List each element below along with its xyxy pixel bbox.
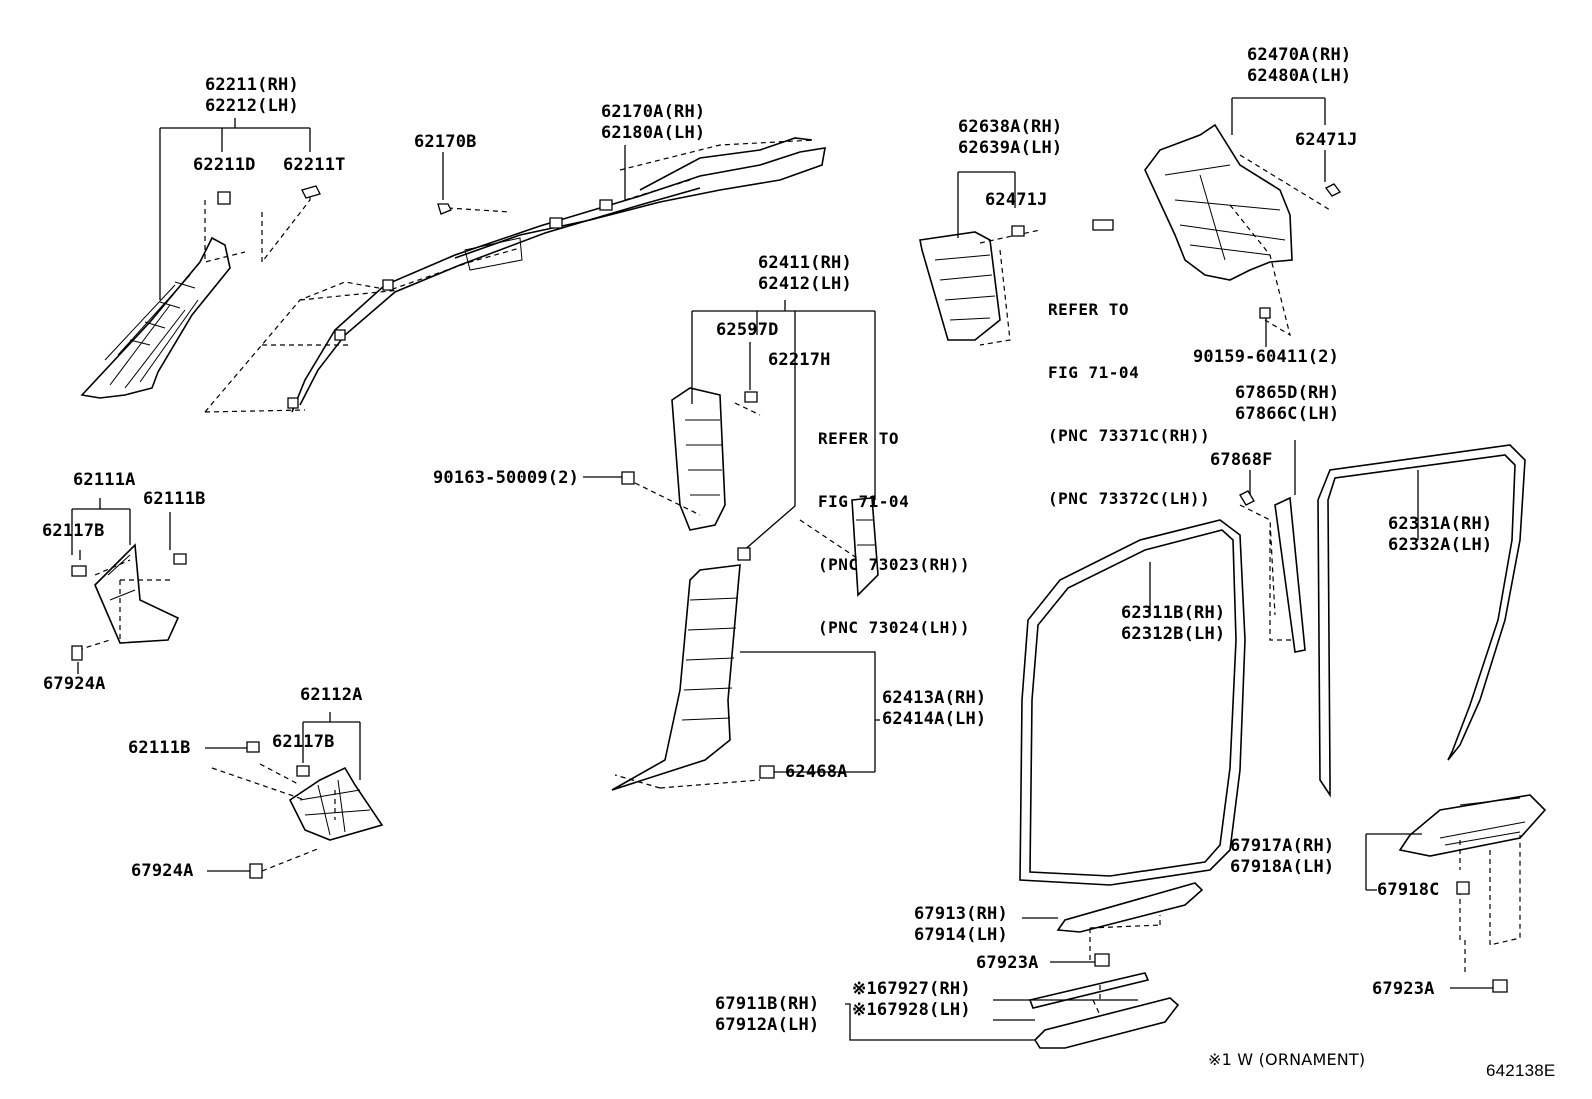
label-62468a: 62468A bbox=[785, 762, 848, 782]
label-90159: 90159-60411(2) bbox=[1193, 347, 1340, 367]
label-62170b: 62170B bbox=[414, 132, 477, 152]
label-62212: 62212(LH) bbox=[205, 96, 299, 116]
label-62414a: 62414A(LH) bbox=[882, 709, 987, 729]
label-62470a: 62470A(RH) bbox=[1247, 45, 1352, 65]
part-front-scuff-plate-outer bbox=[1033, 997, 1180, 1049]
label-67928: ※167928(LH) bbox=[852, 1000, 971, 1020]
label-62311b: 62311B(RH) bbox=[1121, 603, 1226, 623]
label-62331a: 62331A(RH) bbox=[1388, 514, 1493, 534]
label-62411: 62411(RH) bbox=[758, 253, 852, 273]
reference-line: (PNC 73024(LH)) bbox=[818, 618, 970, 637]
part-roof-side-rail bbox=[287, 137, 826, 413]
figure-code: 642138E bbox=[1486, 1061, 1556, 1080]
label-62638a: 62638A(RH) bbox=[958, 117, 1063, 137]
label-67912a: 67912A(LH) bbox=[715, 1015, 820, 1035]
label-62597d: 62597D bbox=[716, 320, 779, 340]
label-67868f: 67868F bbox=[1210, 450, 1273, 470]
label-67914: 67914(LH) bbox=[914, 925, 1008, 945]
label-67927: ※167927(RH) bbox=[852, 979, 971, 999]
label-67923a-right: 67923A bbox=[1372, 979, 1435, 999]
footnote: ※1 W (ORNAMENT) bbox=[1208, 1050, 1366, 1069]
fastener-clips bbox=[71, 183, 1508, 993]
part-rear-scuff-plate bbox=[1398, 794, 1547, 857]
reference-line: (PNC 73371C(RH)) bbox=[1048, 426, 1211, 445]
label-62217h: 62217H bbox=[768, 350, 831, 370]
label-62413a: 62413A(RH) bbox=[882, 688, 987, 708]
part-quarter-trim-upper bbox=[1144, 123, 1293, 281]
label-62117b-lower: 62117B bbox=[272, 732, 335, 752]
reference-line: FIG 71-04 bbox=[818, 492, 910, 511]
label-67865d: 67865D(RH) bbox=[1235, 383, 1340, 403]
reference-line: REFER TO bbox=[818, 429, 900, 448]
label-67913: 67913(RH) bbox=[914, 904, 1008, 924]
label-62117b-left: 62117B bbox=[42, 521, 105, 541]
label-67923a-center: 67923A bbox=[976, 953, 1039, 973]
reference-line: (PNC 73023(RH)) bbox=[818, 555, 970, 574]
label-67917a: 67917A(RH) bbox=[1230, 836, 1335, 856]
part-center-pillar-upper-small bbox=[919, 231, 1001, 341]
reference-line: REFER TO bbox=[1048, 300, 1130, 319]
part-center-pillar-lower bbox=[611, 564, 741, 791]
part-a-pillar-lower bbox=[80, 236, 231, 399]
label-67911b: 67911B(RH) bbox=[715, 994, 820, 1014]
label-62412: 62412(LH) bbox=[758, 274, 852, 294]
part-front-door-weatherstrip bbox=[1019, 519, 1246, 886]
label-62480a: 62480A(LH) bbox=[1247, 66, 1352, 86]
label-62180a: 62180A(LH) bbox=[601, 123, 706, 143]
label-67918a: 67918A(LH) bbox=[1230, 857, 1335, 877]
label-62112a: 62112A bbox=[300, 685, 363, 705]
label-62471j-upper-center: 62471J bbox=[985, 190, 1048, 210]
part-quarter-weatherstrip bbox=[1274, 496, 1306, 653]
part-cowl-side-trim bbox=[94, 543, 180, 644]
leader-lines bbox=[71, 97, 1493, 1041]
label-62312b: 62312B(LH) bbox=[1121, 624, 1226, 644]
label-67866c: 67866C(LH) bbox=[1235, 404, 1340, 424]
part-cowl-side-lower bbox=[288, 766, 384, 841]
part-scuff-ornament bbox=[1028, 972, 1150, 1009]
label-62111b-lower: 62111B bbox=[128, 738, 191, 758]
part-front-scuff-plate-inner bbox=[1056, 882, 1204, 933]
label-62111b-left: 62111B bbox=[143, 489, 206, 509]
reference-note-73023: REFER TO FIG 71-04 (PNC 73023(RH)) (PNC … bbox=[818, 386, 970, 659]
label-67924a-left: 67924A bbox=[43, 674, 106, 694]
label-62332a: 62332A(LH) bbox=[1388, 535, 1493, 555]
label-62211t: 62211T bbox=[283, 155, 346, 175]
part-rear-door-weatherstrip bbox=[1317, 444, 1526, 798]
label-62639a: 62639A(LH) bbox=[958, 138, 1063, 158]
reference-note-73371c: REFER TO FIG 71-04 (PNC 73371C(RH)) (PNC… bbox=[1048, 257, 1210, 530]
label-90163: 90163-50009(2) bbox=[433, 468, 580, 488]
label-62471j-upper-right: 62471J bbox=[1295, 130, 1358, 150]
part-seatbelt-adjuster bbox=[851, 497, 879, 597]
label-62111a: 62111A bbox=[73, 470, 136, 490]
label-62211: 62211(RH) bbox=[205, 75, 299, 95]
label-62170a: 62170A(RH) bbox=[601, 102, 706, 122]
label-62211d: 62211D bbox=[193, 155, 256, 175]
reference-line: (PNC 73372C(LH)) bbox=[1048, 489, 1211, 508]
label-67924a-lower: 67924A bbox=[131, 861, 194, 881]
reference-line: FIG 71-04 bbox=[1048, 363, 1140, 382]
label-67918c: 67918C bbox=[1377, 880, 1440, 900]
part-center-pillar-upper bbox=[671, 387, 726, 531]
